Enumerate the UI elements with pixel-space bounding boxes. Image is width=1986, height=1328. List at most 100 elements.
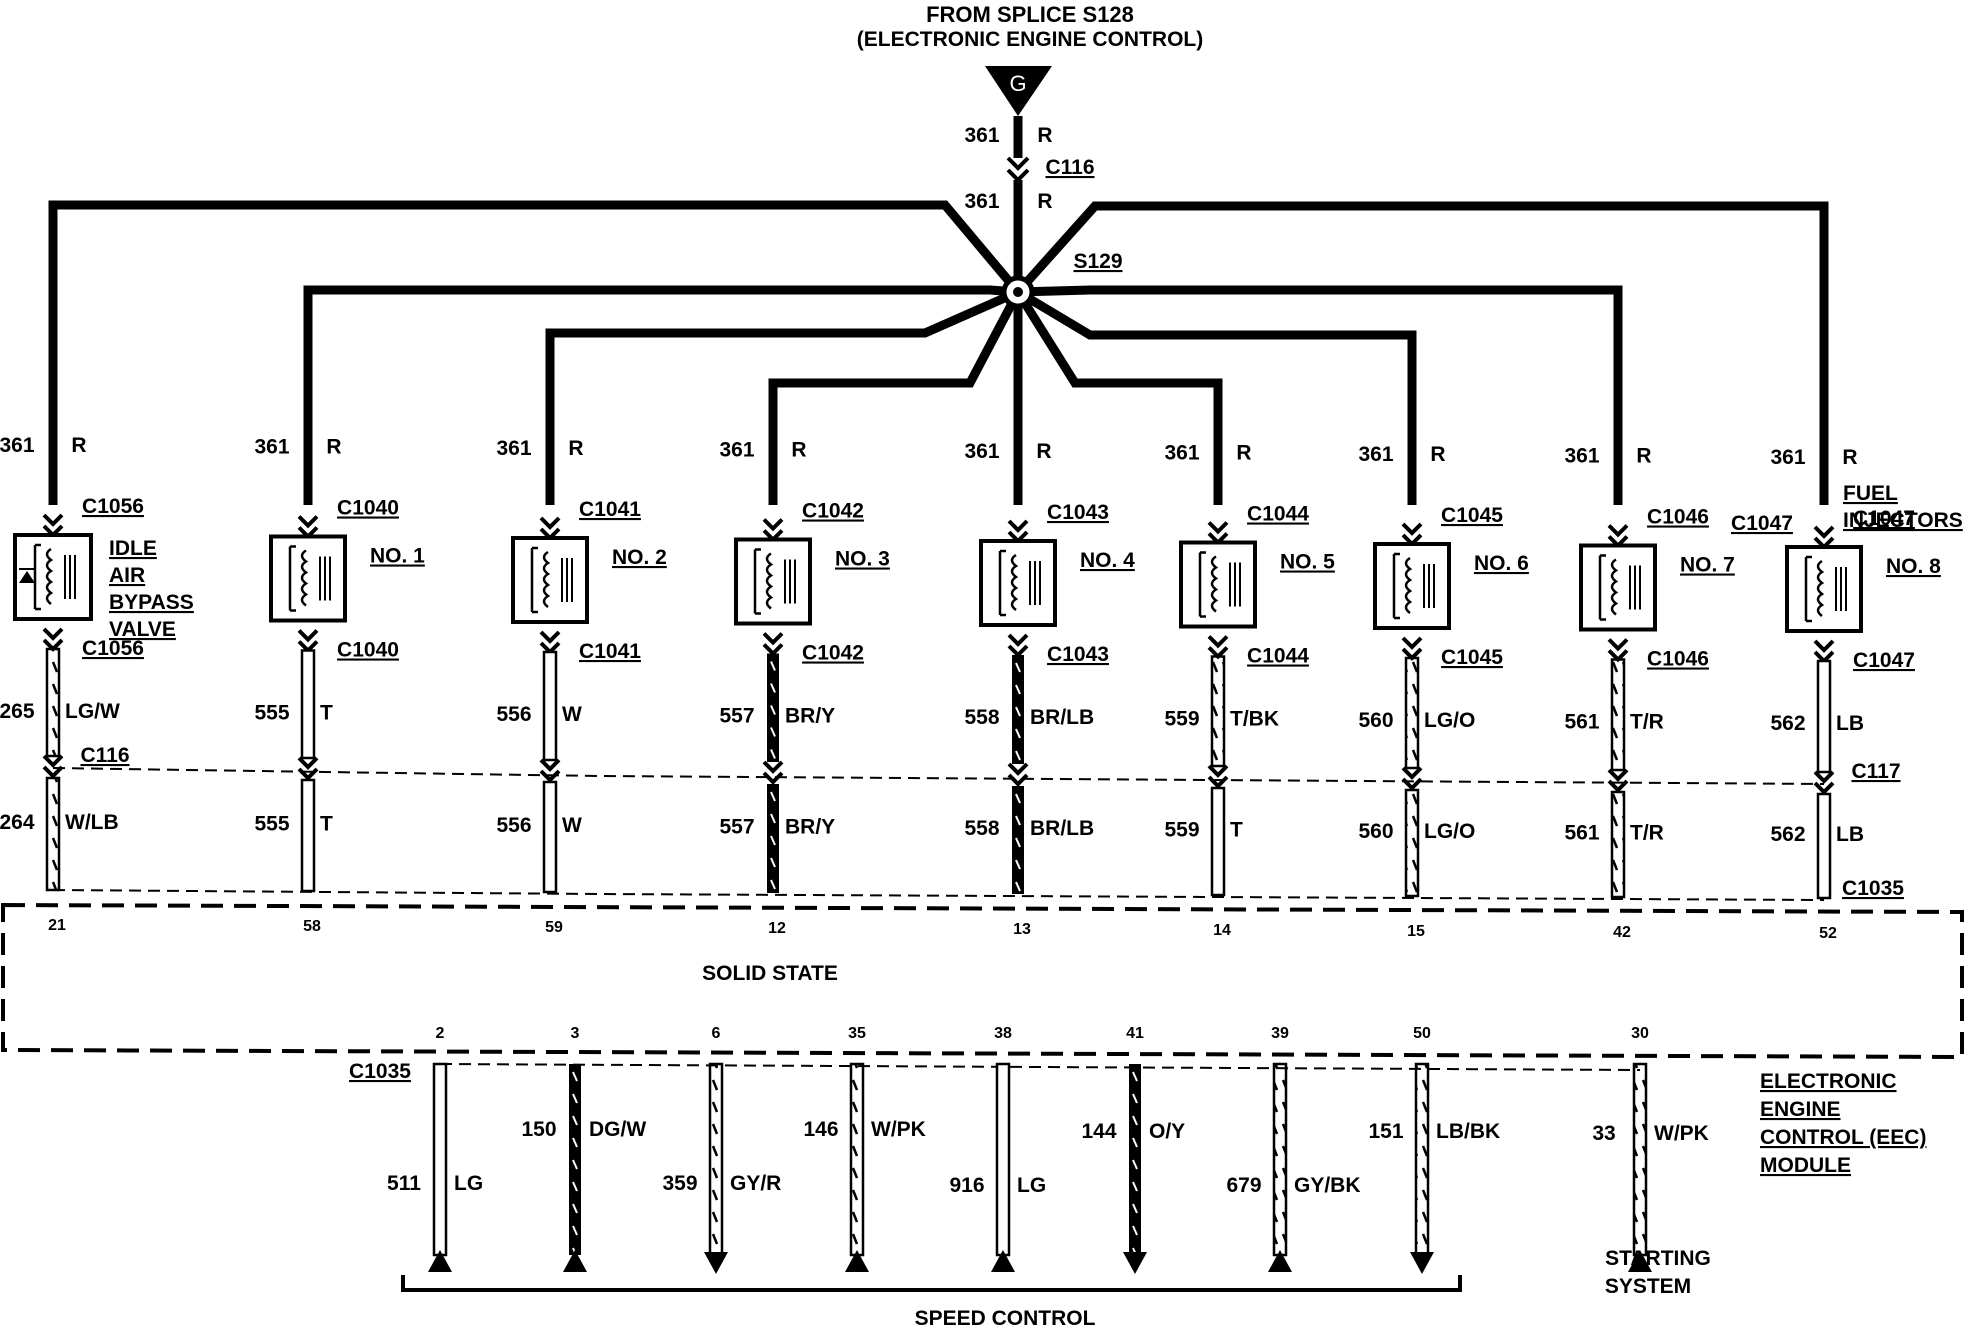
low-color-label: W <box>562 814 582 837</box>
low-color-label: LG/O <box>1424 820 1475 843</box>
out-circuit-label: 561 <box>1564 711 1599 734</box>
connector-bottom-label: C1045 <box>1441 646 1503 669</box>
top-circuit-label: 361 <box>719 439 754 462</box>
device-name-label: NO. 3 <box>835 548 890 571</box>
top-color-label: R <box>1236 442 1251 465</box>
top-circuit-label: 361 <box>1164 442 1199 465</box>
top-circuit-label: 361 <box>496 437 531 460</box>
low-color-label: LB <box>1836 823 1864 846</box>
low-color-label: T <box>320 813 333 836</box>
top-color-label: R <box>791 439 806 462</box>
out-color-label: LG/W <box>65 700 120 723</box>
color-label: DG/W <box>589 1118 646 1141</box>
color-label: LB/BK <box>1436 1120 1500 1143</box>
color-label: W/PK <box>1654 1122 1709 1145</box>
out-circuit-label: 555 <box>254 702 289 725</box>
connector-bottom-label: C1047 <box>1853 649 1915 672</box>
out-circuit-label: 557 <box>719 705 754 728</box>
connector-top-label: C1046 <box>1647 506 1709 529</box>
device-name-line: IDLE <box>109 537 157 560</box>
module-name-line2: ENGINE <box>1760 1098 1841 1121</box>
top-color-label: R <box>568 437 583 460</box>
low-circuit-label: 264 <box>0 811 35 834</box>
device-name-label: NO. 4 <box>1080 549 1135 572</box>
pin-label: 15 <box>1407 923 1425 940</box>
low-color-label: W/LB <box>65 811 119 834</box>
low-color-label: BR/Y <box>785 816 835 839</box>
out-color-label: BR/LB <box>1030 706 1094 729</box>
module-name-line3: CONTROL (EEC) <box>1760 1126 1926 1149</box>
arrow-down-icon <box>704 1252 728 1274</box>
starting-system-line2: SYSTEM <box>1605 1275 1691 1298</box>
pin-label: 50 <box>1413 1025 1431 1042</box>
connector-dash-c1035-top <box>52 889 1825 901</box>
out-circuit-label: 560 <box>1358 709 1393 732</box>
pin-label: 21 <box>48 917 66 934</box>
top-circuit-label: 361 <box>0 434 35 457</box>
connector-c1047-extra: C1047 <box>1731 512 1793 535</box>
device-name-label: NO. 6 <box>1474 552 1529 575</box>
connector-bottom-label: C1041 <box>579 640 641 663</box>
arrow-up-icon <box>1628 1250 1652 1272</box>
color-label: W/PK <box>871 1118 926 1141</box>
connector-bottom-label: C1056 <box>82 637 144 660</box>
device-name-label: NO. 5 <box>1280 551 1335 574</box>
mid-connector-label: C116 <box>80 744 129 767</box>
device-box <box>13 533 93 621</box>
connector-dash-c116-c117 <box>52 767 1825 785</box>
device-box <box>1179 540 1257 629</box>
color-label: LG <box>454 1172 483 1195</box>
bottom-wire-33: 30 33 W/PK <box>1592 1025 1709 1272</box>
arrow-up-icon <box>428 1250 452 1272</box>
splice-s129-label: S129 <box>1073 250 1122 273</box>
connector-bottom-label: C1044 <box>1247 645 1309 668</box>
fuel-injectors-line2: INJECTORS <box>1843 509 1963 532</box>
connector-bottom-label: C1040 <box>337 639 399 662</box>
connector-top-label: C1045 <box>1441 504 1503 527</box>
pin-label: 35 <box>848 1025 866 1042</box>
solid-state-label: SOLID STATE <box>702 962 838 985</box>
pin-label: 58 <box>303 918 321 935</box>
out-color-label: T/BK <box>1230 708 1279 731</box>
top-circuit-label: 361 <box>1564 445 1599 468</box>
pin-label: 2 <box>436 1025 445 1042</box>
connector-dash-c1035-bottom <box>439 1063 1641 1071</box>
pin-label: 42 <box>1613 924 1631 941</box>
device-name-label: NO. 8 <box>1886 555 1941 578</box>
out-circuit-label: 559 <box>1164 708 1199 731</box>
out-color-label: T/R <box>1630 711 1664 734</box>
feed-lower-color: R <box>1037 190 1052 213</box>
out-circuit-label: 556 <box>496 703 531 726</box>
color-label: GY/BK <box>1294 1174 1361 1197</box>
low-circuit-label: 559 <box>1164 819 1199 842</box>
circuit-label: 679 <box>1226 1174 1261 1197</box>
starting-system-line1: STARTING <box>1605 1247 1711 1270</box>
color-label: LG <box>1017 1174 1046 1197</box>
low-circuit-label: 560 <box>1358 820 1393 843</box>
circuit-label: 33 <box>1592 1122 1615 1145</box>
module-name-line1: ELECTRONIC <box>1760 1070 1897 1093</box>
feed-lower-circuit: 361 <box>964 190 999 213</box>
device-name-label: NO. 1 <box>370 545 425 568</box>
connector-bottom-label: C1042 <box>802 642 864 665</box>
top-circuit-label: 361 <box>1770 446 1805 469</box>
top-circuit-label: 361 <box>964 440 999 463</box>
ground-symbol: G <box>985 66 1052 116</box>
circuit-label: 144 <box>1081 1120 1116 1143</box>
device-box <box>1785 545 1863 633</box>
circuit-label: 151 <box>1368 1120 1403 1143</box>
pin-label: 30 <box>1631 1025 1649 1042</box>
header-line2: (ELECTRONIC ENGINE CONTROL) <box>857 28 1204 51</box>
speed-control-bracket <box>401 1275 1462 1292</box>
